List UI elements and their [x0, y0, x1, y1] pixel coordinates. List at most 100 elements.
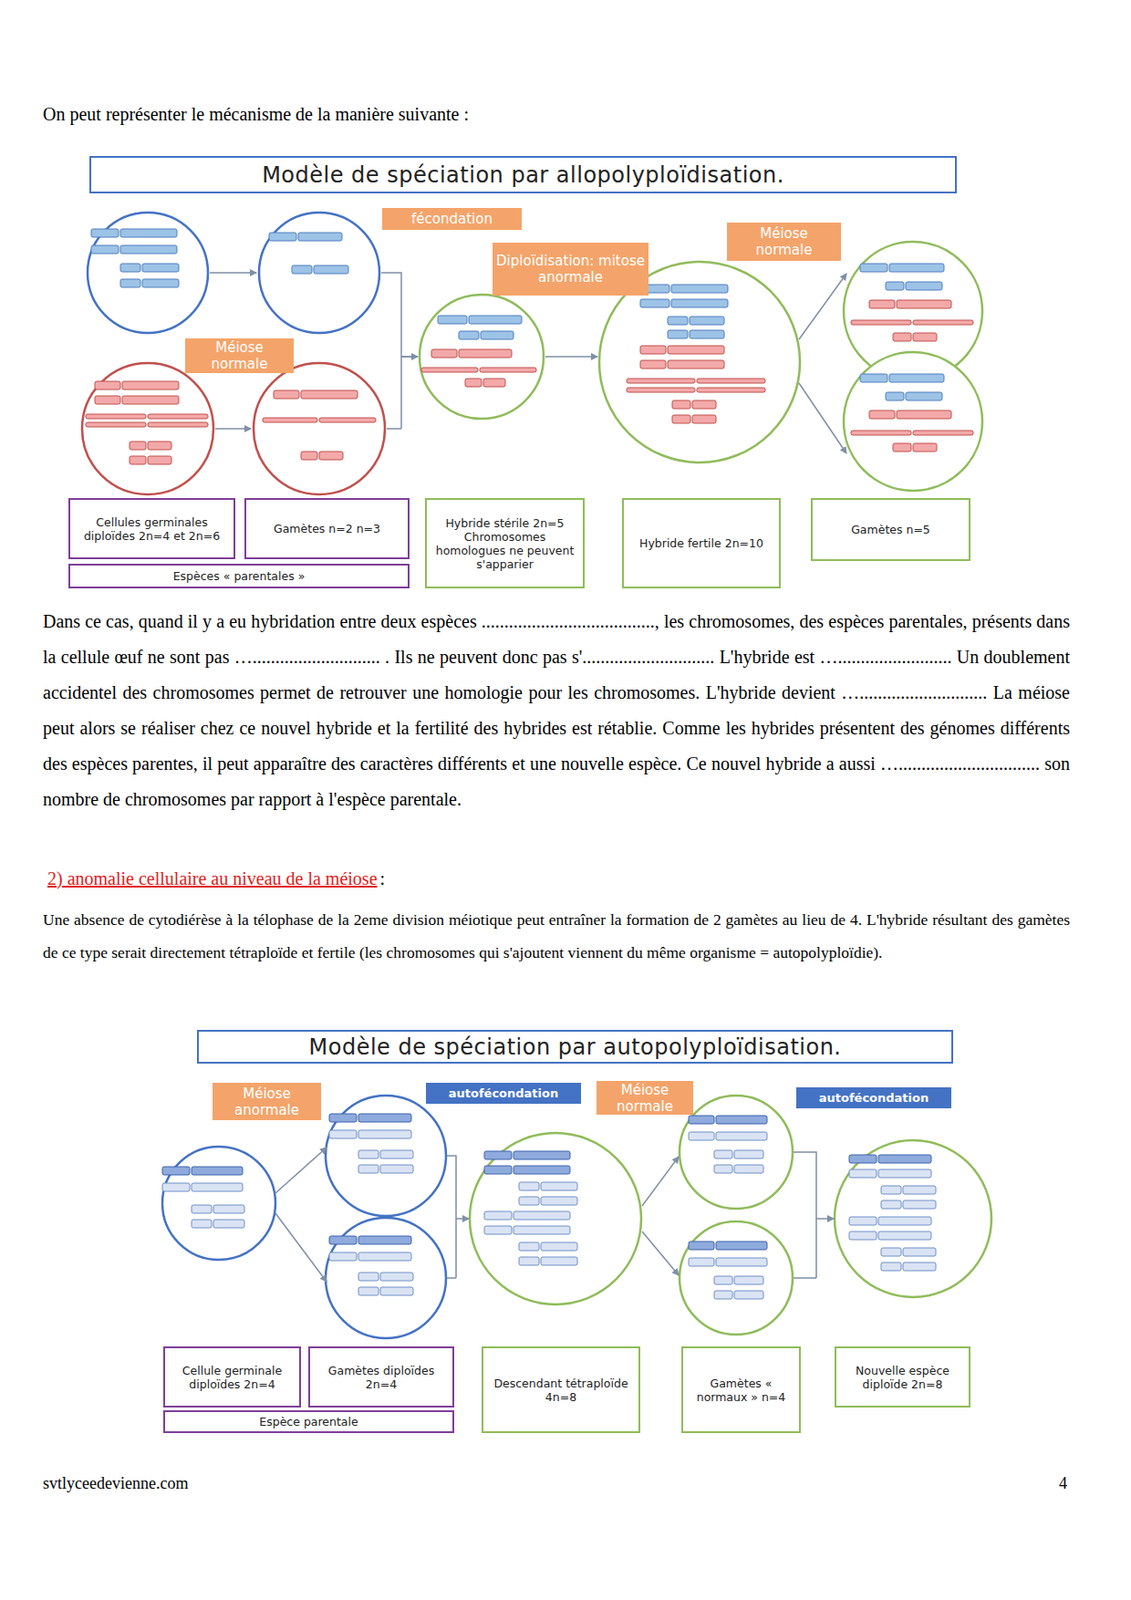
caption-box: Espèces « parentales » — [68, 563, 410, 589]
chromosome — [358, 1164, 379, 1173]
chromosome — [881, 1247, 902, 1256]
chromosome — [860, 373, 888, 383]
chromosome — [120, 279, 141, 288]
chromosome — [881, 1200, 902, 1209]
chromosome — [896, 410, 952, 419]
chromosome — [380, 1272, 414, 1281]
body-paragraph: Une absence de cytodiérèse à la télophas… — [42, 902, 1070, 969]
chromosome — [689, 316, 725, 325]
chromosome — [869, 410, 895, 419]
step-label: Méiose normale — [596, 1080, 694, 1115]
chromosome — [358, 1130, 412, 1139]
chromosome — [91, 245, 119, 254]
cell-circle — [834, 1140, 992, 1298]
chromosome — [513, 1211, 571, 1220]
chromosome — [878, 1231, 932, 1240]
box-text: Hybride fertile 2n=10 — [639, 536, 764, 550]
cell-circles — [82, 212, 992, 1339]
chromosome — [213, 1219, 245, 1228]
chromosome — [518, 1196, 540, 1205]
arrow — [545, 355, 598, 358]
chromosome — [465, 378, 482, 387]
chromosome — [319, 417, 376, 423]
chromosome — [913, 443, 937, 452]
chromosome — [667, 316, 688, 325]
chromosome — [896, 300, 952, 309]
arrow — [798, 383, 847, 454]
chromosome — [358, 1286, 379, 1296]
chromosome — [162, 1166, 190, 1175]
chromosome — [889, 373, 945, 383]
box-text: Diploïdisation: mitose anormale — [495, 252, 646, 286]
step-label: fécondation — [382, 207, 522, 230]
cell-circle — [253, 363, 385, 495]
chromosome — [298, 232, 343, 241]
cell-circle — [679, 1095, 793, 1209]
chromosome — [479, 367, 537, 373]
chromosome — [850, 320, 912, 325]
chromosome — [860, 263, 888, 272]
chromosome — [122, 395, 179, 405]
chromosome — [850, 430, 912, 436]
step-label: Méiose normale — [726, 222, 841, 261]
section-heading: : — [380, 866, 386, 891]
chromosome — [667, 330, 688, 339]
box-text: Modèle de spéciation par autopolyploïdis… — [309, 1034, 842, 1060]
caption-box: Descendant tétraploïde 4n=8 — [481, 1346, 641, 1433]
chromosome — [714, 1290, 733, 1299]
page-number: 4 — [1058, 1472, 1068, 1495]
chromosome — [431, 349, 457, 358]
arrow — [401, 355, 418, 358]
chromosome — [191, 1204, 212, 1214]
chromosome — [892, 332, 912, 342]
box-text: Méiose normale — [187, 339, 291, 373]
chromosome — [913, 320, 974, 325]
chromosome — [94, 381, 121, 390]
chromosome — [902, 1200, 936, 1209]
step-label: Méiose anormale — [212, 1082, 322, 1121]
chromosome — [905, 392, 943, 401]
chromosome — [902, 1262, 936, 1271]
chromosome — [540, 1196, 578, 1205]
chromosome — [147, 456, 172, 465]
chromosome — [878, 1216, 932, 1225]
chromosome — [672, 400, 691, 409]
box-text: Méiose anormale — [215, 1085, 319, 1119]
arrow — [275, 1213, 327, 1282]
chromosome — [358, 1150, 379, 1159]
chromosome — [358, 1113, 412, 1122]
chromosome — [262, 417, 318, 423]
chromosome — [889, 263, 945, 272]
chromosome — [458, 331, 479, 340]
arrow — [642, 1231, 679, 1276]
chromosome — [667, 360, 725, 369]
chromosome — [484, 1225, 512, 1235]
step-label: autofécondation — [425, 1082, 582, 1104]
chromosome — [734, 1276, 764, 1285]
cell-circle — [82, 363, 214, 495]
chromosome — [671, 299, 728, 308]
chromosome — [518, 1242, 540, 1251]
step-label: autofécondation — [796, 1087, 952, 1109]
cell-circle — [162, 1146, 276, 1260]
chromosome — [518, 1182, 540, 1191]
chromosome — [734, 1164, 764, 1173]
chromosome — [714, 1276, 733, 1285]
box-text: Cellule germinale diploïdes 2n=4 — [168, 1363, 296, 1391]
box-text: Modèle de spéciation par allopolyploïdis… — [261, 162, 785, 188]
chromosome — [714, 1164, 733, 1173]
chromosome — [380, 1150, 414, 1159]
chromosome — [881, 1185, 902, 1194]
chromosome — [540, 1182, 578, 1191]
box-text: Gamètes n=2 n=3 — [273, 521, 381, 536]
chromosome — [688, 1115, 715, 1124]
caption-box: Gamètes n=2 n=3 — [244, 498, 410, 560]
box-text: fécondation — [411, 210, 493, 228]
arrows — [209, 272, 847, 1282]
chromosome — [319, 451, 343, 460]
cell-circle — [87, 212, 208, 333]
footer-site: svtlyceedevienne.com — [42, 1472, 188, 1495]
chromosome — [142, 263, 179, 272]
chromosome — [91, 228, 119, 238]
arrow — [816, 1217, 834, 1220]
